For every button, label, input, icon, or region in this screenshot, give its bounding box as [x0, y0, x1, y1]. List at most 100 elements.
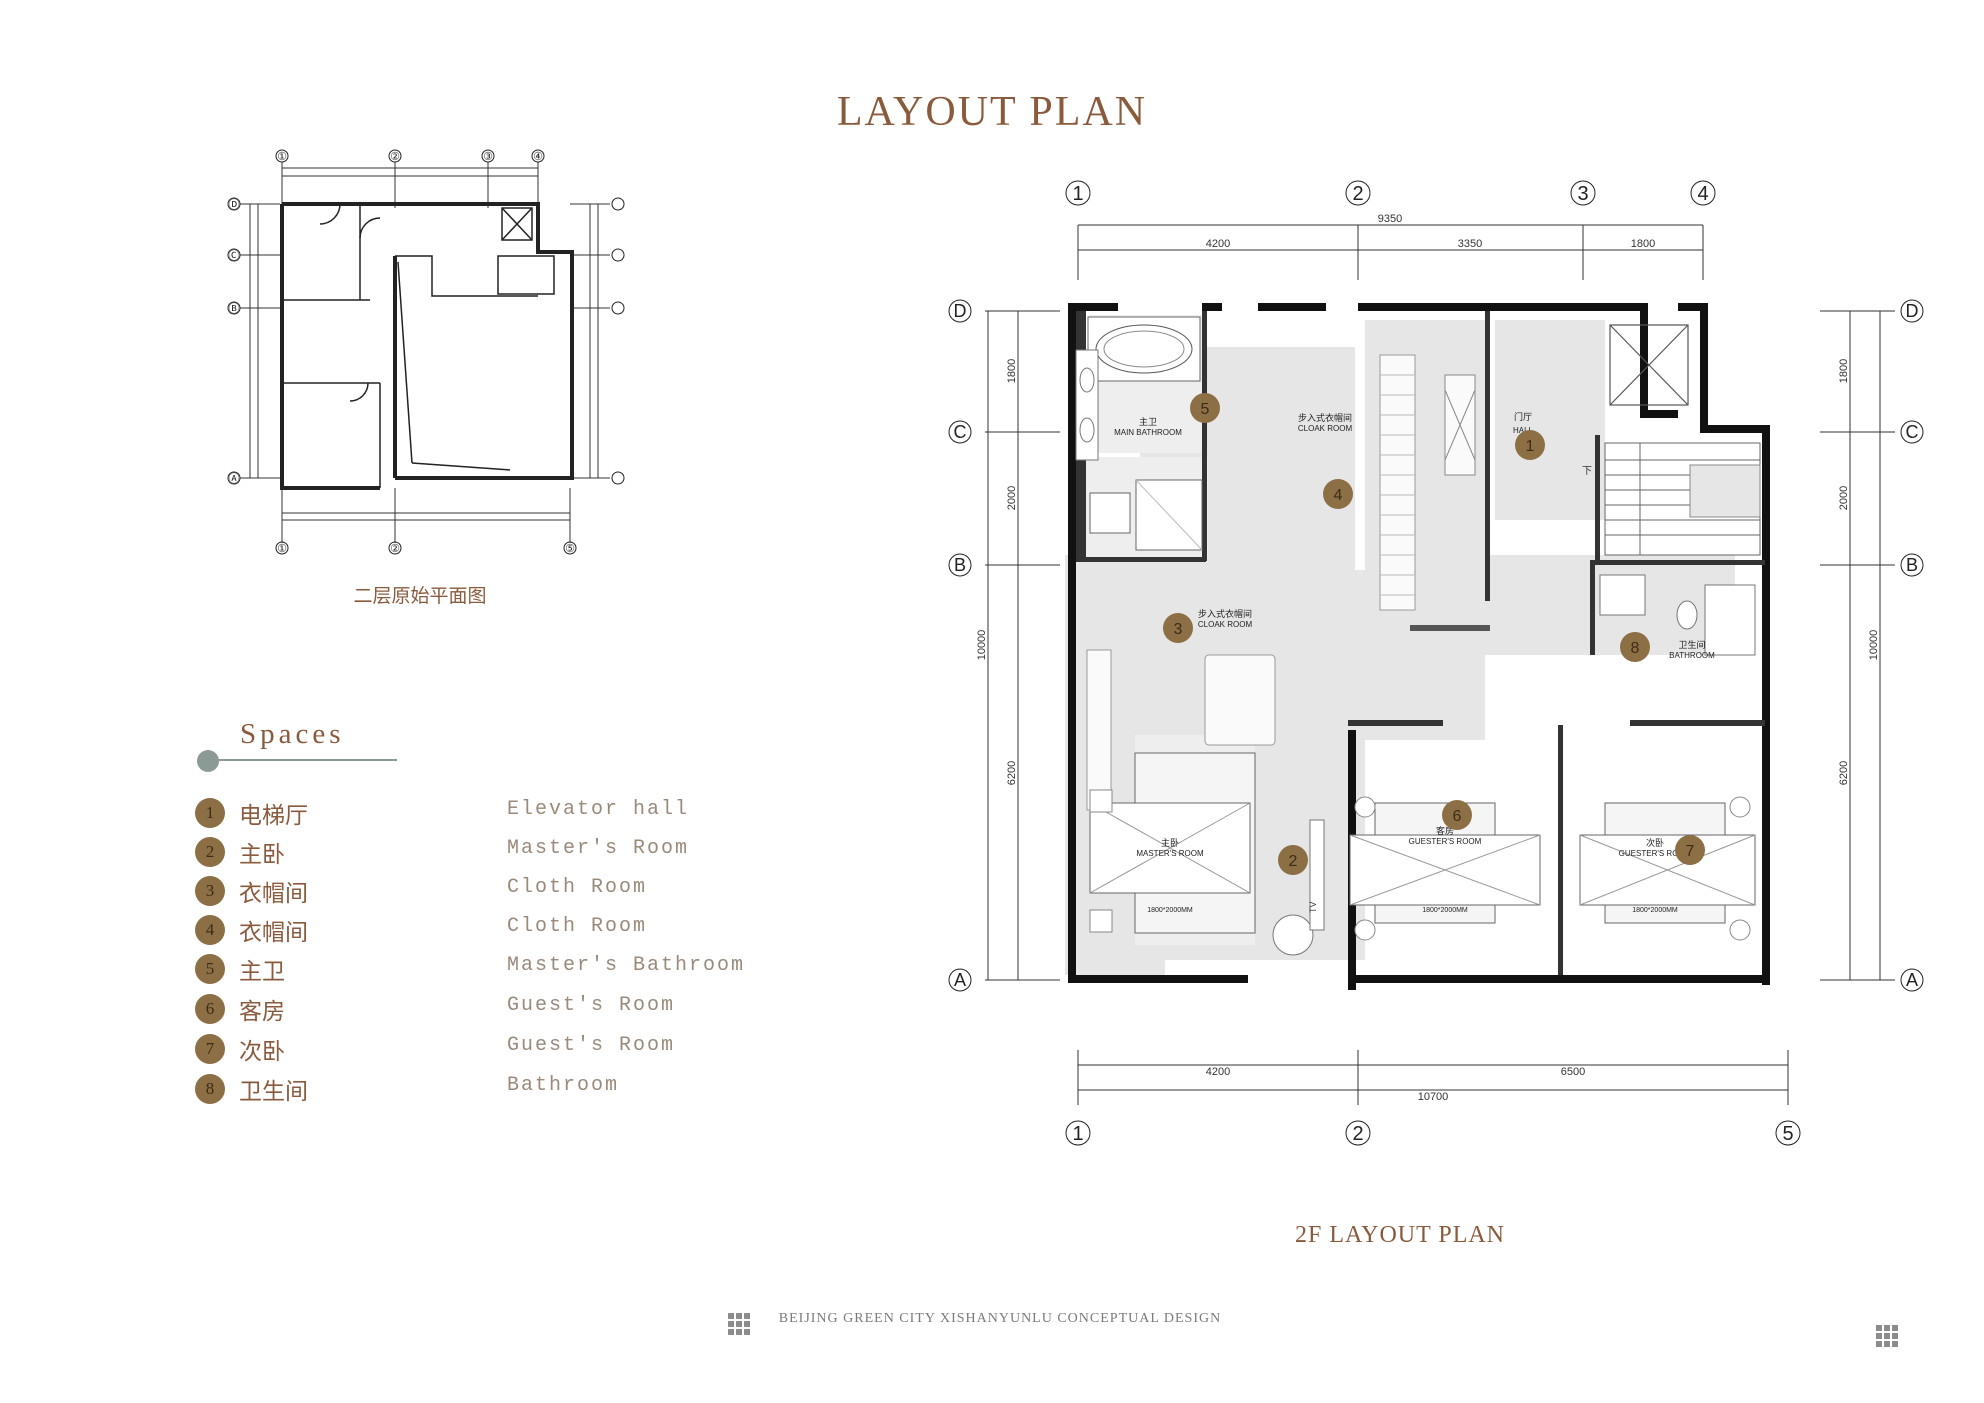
legend-en-label: Guest's Room [507, 1034, 676, 1057]
room-marker-6: 6 [1453, 808, 1462, 825]
legend-marker: 7 [195, 1034, 225, 1064]
label-hall-en: HALL [1513, 426, 1534, 435]
room-marker-3: 3 [1174, 621, 1183, 638]
axis-left-b: B [954, 555, 966, 575]
label-master-en: MASTER'S ROOM [1136, 849, 1204, 858]
legend-item: 2 主卧 Master's Room [195, 835, 755, 868]
grid-logo-icon [728, 1313, 752, 1337]
legend-marker: 4 [195, 915, 225, 945]
legend-marker: 1 [195, 798, 225, 828]
legend-item: 1 电梯厅 Elevator hall [195, 796, 755, 829]
legend-item: 3 衣帽间 Cloth Room [195, 874, 755, 907]
spaces-bullet [197, 750, 219, 772]
room-marker-5: 5 [1201, 401, 1210, 418]
staircase [1604, 442, 1761, 556]
small-bathroom-fixtures [1599, 574, 1756, 656]
tv-label: TV [1308, 901, 1318, 913]
legend-marker: 3 [195, 876, 225, 906]
cloak-ottoman [1204, 654, 1276, 746]
axis-left-d: D [954, 301, 967, 321]
dim-bottom-2: 6500 [1561, 1066, 1585, 1078]
label-bed-guest2: 1800*2000MM [1632, 907, 1678, 914]
axis-left-c: C [954, 422, 967, 442]
cloak-rack-2 [1086, 649, 1112, 811]
label-main-bath-cn: 主卫 [1139, 416, 1157, 427]
label-main-bath-en: MAIN BATHROOM [1114, 428, 1182, 437]
orig-axis-bottom-5: ⑤ [565, 543, 575, 555]
bathtub [1087, 316, 1201, 382]
legend-cn-label: 主卧 [239, 842, 285, 868]
label-guest2-en: GUESTER'S ROOM [1619, 849, 1692, 858]
tv-console [1309, 819, 1325, 931]
legend-cn-label: 主卫 [239, 959, 285, 985]
axis-bottom-1: 1 [1072, 1123, 1083, 1145]
dim-left-1: 1800 [1006, 359, 1018, 383]
dim-right-3: 6200 [1838, 761, 1850, 785]
label-cloak1-en: CLOAK ROOM [1298, 424, 1353, 433]
room-marker-4: 4 [1334, 487, 1343, 504]
legend-marker: 2 [195, 837, 225, 867]
guest-bed [1349, 796, 1541, 941]
axis-right-d: D [1906, 301, 1919, 321]
label-hall-cn: 门厅 [1514, 411, 1532, 422]
dim-right-1: 1800 [1838, 359, 1850, 383]
orig-axis-side-b: Ⓑ [229, 302, 240, 315]
axis-top-3: 3 [1577, 183, 1588, 205]
legend-cn-label: 衣帽间 [239, 881, 308, 907]
legend-marker: 6 [195, 994, 225, 1024]
legend-en-label: Master's Bathroom [507, 954, 746, 977]
grid-corner-icon [1876, 1325, 1900, 1349]
axis-right-a: A [1906, 970, 1918, 990]
orig-axis-side-d: Ⓓ [229, 198, 240, 211]
orig-axis-side-a: Ⓐ [229, 472, 240, 485]
dim-top-3: 1800 [1631, 238, 1655, 250]
orig-axis-top-1: ① [277, 151, 287, 163]
dim-left-3: 6200 [1006, 761, 1018, 785]
legend-cn-label: 衣帽间 [239, 920, 308, 946]
orig-axis-top-2: ② [390, 151, 400, 163]
legend-en-label: Guest's Room [507, 994, 676, 1017]
axis-top-4: 4 [1697, 183, 1708, 205]
axis-right-b: B [1906, 555, 1918, 575]
label-cloak2-en: CLOAK ROOM [1198, 620, 1253, 629]
legend-item: 6 客房 Guest's Room [195, 992, 755, 1025]
legend-en-label: Bathroom [507, 1074, 620, 1097]
dim-bottom-total: 10700 [1418, 1091, 1449, 1103]
master-armchair [1272, 914, 1314, 956]
dim-right-total: 10000 [1868, 630, 1880, 661]
orig-axis-bottom-2: ② [390, 543, 400, 555]
legend-marker: 8 [195, 1074, 225, 1104]
main-bath-toilet [1089, 492, 1131, 534]
axis-left-a: A [954, 970, 966, 990]
label-bed-guest: 1800*2000MM [1422, 907, 1468, 914]
label-cloak2-cn: 步入式衣帽间 [1198, 608, 1252, 619]
legend-cn-label: 次卧 [239, 1039, 285, 1065]
dim-top-2: 3350 [1458, 238, 1482, 250]
floor-plan-2f: 1 2 3 4 1 2 5 D C B A D C B A 9350 4200 … [948, 180, 1924, 1146]
footer-project-title: BEIJING GREEN CITY XISHANYUNLU CONCEPTUA… [778, 1311, 1222, 1326]
legend-item: 5 主卫 Master's Bathroom [195, 952, 755, 985]
axis-top-1: 1 [1072, 183, 1083, 205]
room-marker-8: 8 [1631, 640, 1640, 657]
dim-left-2: 2000 [1006, 486, 1018, 510]
orig-axis-top-4: ④ [533, 151, 543, 163]
stair-down-label: 下 [1582, 466, 1592, 477]
label-guest-cn: 客房 [1436, 825, 1454, 836]
legend-item: 4 衣帽间 Cloth Room [195, 913, 755, 946]
room-marker-7: 7 [1686, 843, 1695, 860]
legend-en-label: Cloth Room [507, 915, 648, 938]
room-marker-2: 2 [1289, 853, 1298, 870]
dim-top-1: 4200 [1206, 238, 1230, 250]
legend-cn-label: 电梯厅 [239, 803, 308, 829]
axis-bottom-5: 5 [1782, 1123, 1793, 1145]
original-floor-plan: ① ② ③ ④ ① ② ⑤ Ⓓ Ⓒ Ⓑ Ⓐ [227, 149, 625, 555]
axis-bottom-2: 2 [1352, 1123, 1363, 1145]
orig-axis-top-3: ③ [483, 151, 493, 163]
axis-top-2: 2 [1352, 183, 1363, 205]
axis-right-c: C [1906, 422, 1919, 442]
label-guest2-cn: 次卧 [1646, 837, 1664, 848]
dim-bottom-1: 4200 [1206, 1066, 1230, 1078]
orig-axis-side-c: Ⓒ [229, 249, 240, 262]
label-master-cn: 主卧 [1161, 837, 1179, 848]
cloak-rack-1 [1379, 354, 1416, 611]
